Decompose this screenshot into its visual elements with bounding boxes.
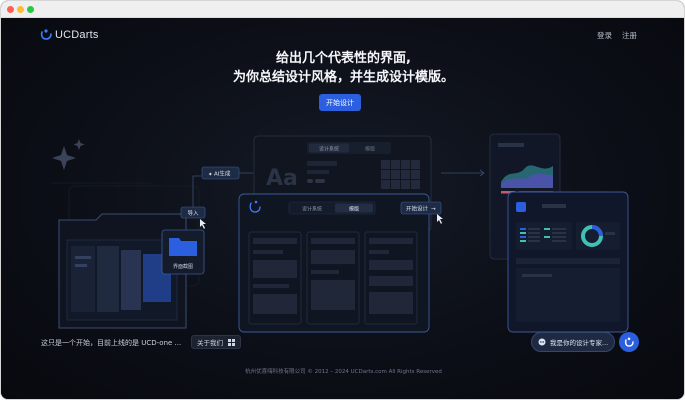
intro-text: 这只是一个开始，目前上线的是 UCD-one ...	[41, 339, 182, 347]
ai-generate-label: AI生成	[214, 170, 231, 178]
start-design-button[interactable]: 开始设计	[319, 94, 361, 111]
template-editor-panel: 设计系统 模版 开始设计 →	[238, 193, 443, 333]
minimize-dot-icon[interactable]	[17, 6, 24, 13]
mid-tab-templates: 模版	[349, 206, 359, 213]
chat-bubble-icon	[538, 338, 546, 346]
dashboard-preview-front	[507, 191, 629, 333]
brand-logo[interactable]: UCDarts	[39, 28, 99, 42]
assistant-fab[interactable]	[619, 332, 639, 352]
start-design-chip: 开始设计 →	[400, 201, 442, 215]
top-tab-design-system: 设计系统	[319, 146, 339, 153]
svg-text:✦: ✦	[208, 171, 213, 178]
cursor-icon	[437, 214, 443, 224]
page-stage: UCDarts 登录 注册 给出几个代表性的界面, 为你总结设计风格，并生成设计…	[1, 18, 684, 399]
hero-title-line1: 给出几个代表性的界面,	[276, 51, 411, 66]
import-label: 导入	[187, 210, 199, 217]
interface-capture-label: 界面截图	[173, 263, 193, 270]
close-dot-icon[interactable]	[7, 6, 14, 13]
design-expert-chat-button[interactable]: 我是你的设计专家...	[531, 332, 615, 352]
assistant-logo-icon	[624, 337, 634, 347]
import-card: 界面截图	[161, 229, 205, 275]
browser-chrome	[1, 1, 684, 18]
login-link[interactable]: 登录	[597, 31, 612, 40]
mid-tab-design-system: 设计系统	[302, 206, 322, 213]
about-us-label: 关于我们	[197, 339, 223, 347]
import-badge: 导入	[180, 206, 206, 219]
hero-illustration: 界面截图 导入 ✦ AI生成 设计系统 模版 Aa	[51, 133, 629, 333]
footer-copyright: 杭州优喜嗨科技有限公司 © 2012 – 2024 UCDarts.com Al…	[245, 369, 442, 375]
brand-mark-icon	[40, 29, 52, 40]
about-us-button[interactable]: 关于我们	[191, 335, 241, 349]
brand-name: UCDarts	[55, 29, 99, 41]
typography-sample: Aa	[266, 166, 298, 191]
grid-icon	[228, 338, 235, 346]
ai-generate-badge: ✦ AI生成	[201, 166, 240, 180]
folder-illustration	[58, 213, 187, 329]
chat-label: 我是你的设计专家...	[550, 339, 609, 347]
start-design-chip-label: 开始设计	[406, 205, 429, 213]
sparkle-icon	[52, 139, 85, 170]
hero-title-line2: 为你总结设计风格，并生成设计模版。	[232, 70, 454, 85]
top-tab-templates: 模版	[365, 146, 375, 153]
panel-logo-icon	[249, 202, 261, 213]
cursor-icon	[200, 219, 206, 229]
register-link[interactable]: 注册	[622, 31, 637, 40]
maximize-dot-icon[interactable]	[27, 6, 34, 13]
svg-text:→: →	[431, 207, 436, 213]
